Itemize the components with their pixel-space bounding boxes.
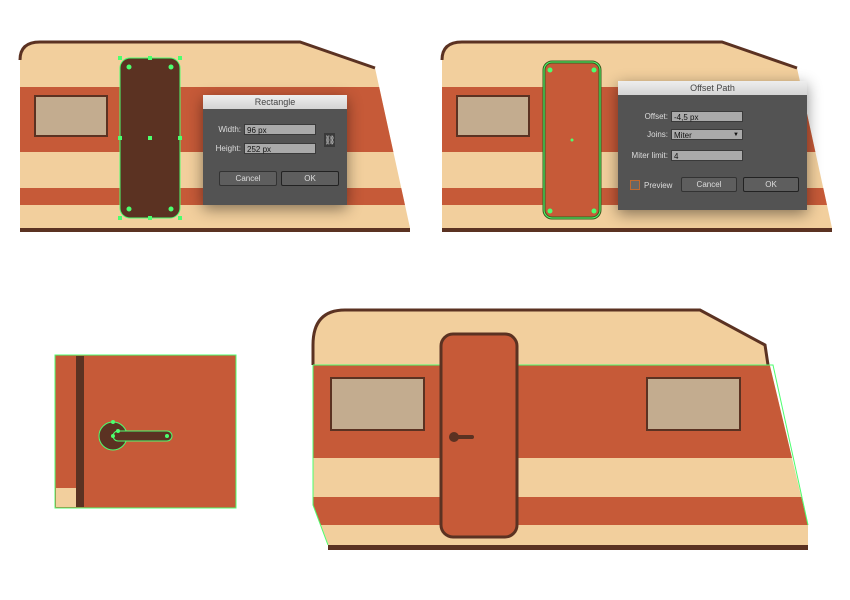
height-label: Height: [215, 144, 241, 153]
ok-button[interactable]: OK [281, 171, 339, 186]
door-handle-closeup [54, 354, 237, 509]
chevron-down-icon: ▼ [733, 132, 739, 138]
cancel-button[interactable]: Cancel [219, 171, 277, 186]
miter-limit-input[interactable]: 4 [671, 150, 743, 161]
trailer-final [311, 308, 809, 550]
link-icon[interactable]: ⛓ [324, 133, 336, 147]
width-input[interactable]: 96 px [244, 124, 316, 135]
joins-select[interactable]: Miter ▼ [671, 129, 743, 140]
offset-input[interactable]: -4,5 px [671, 111, 743, 122]
joins-value: Miter [674, 131, 692, 140]
dialog-title: Rectangle [203, 95, 347, 109]
width-label: Width: [218, 125, 241, 134]
offset-label: Offset: [644, 112, 668, 121]
height-input[interactable]: 252 px [244, 143, 316, 154]
checkbox-icon[interactable] [630, 180, 640, 190]
cancel-button[interactable]: Cancel [681, 177, 737, 192]
offset-path-dialog: Offset Path Offset:-4,5 px Joins:Miter▼ … [618, 81, 807, 210]
dialog-title: Offset Path [618, 81, 807, 95]
window-right [646, 377, 741, 431]
joins-label: Joins: [647, 130, 668, 139]
ok-button[interactable]: OK [743, 177, 799, 192]
preview-checkbox[interactable]: Preview [630, 180, 672, 190]
preview-label: Preview [644, 180, 673, 190]
door-handle[interactable] [112, 430, 173, 442]
rectangle-dialog: Rectangle Width:96 px Height:252 px ⛓ Ca… [203, 95, 347, 205]
window-left [330, 377, 425, 431]
door[interactable] [439, 332, 519, 539]
miter-limit-label: Miter limit: [631, 151, 668, 160]
